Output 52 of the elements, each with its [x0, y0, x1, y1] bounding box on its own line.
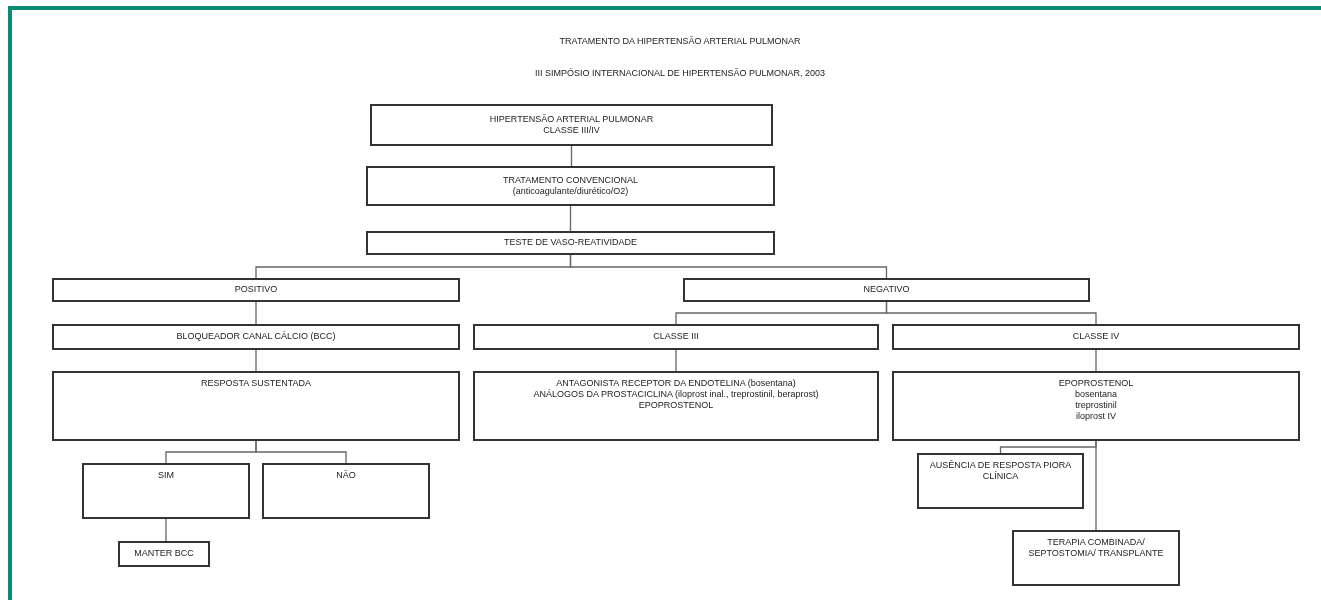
connector-line [675, 349, 677, 372]
box-text: AUSÊNCIA DE RESPOSTA PIORA CLÍNICA [928, 460, 1073, 482]
process-box [473, 324, 879, 350]
process-box [892, 371, 1300, 441]
box-text: TERAPIA COMBINADA/ SEPTOSTOMIA/ TRANSPLANTE [1027, 537, 1165, 559]
box-text: ANÁLOGOS DA PROSTACICLINA (iloprost inal., treprostinil, beraprost) [533, 389, 819, 400]
box-text: RESPOSTA SUSTENTADA [200, 378, 312, 389]
connector-line [569, 205, 572, 232]
process-box [82, 463, 250, 519]
box-text: treprostinil [1075, 400, 1117, 411]
box-text: ANTAGONISTA RECEPTOR DA ENDOTELINA (bosentana) [556, 378, 796, 389]
box-text: CLASSE IV [1072, 331, 1120, 342]
connector-line [570, 145, 573, 167]
box-text: bosentana [1074, 389, 1117, 400]
connector-line [255, 440, 347, 464]
box-text: NÃO [336, 470, 356, 481]
process-box [366, 231, 775, 255]
connector-line [165, 518, 167, 542]
connector-line [255, 301, 257, 325]
box-text: HIPERTENSÃO ARTERIAL PULMONAR [489, 113, 654, 125]
box-text: SIM [158, 470, 174, 481]
process-box [366, 166, 775, 206]
process-box [892, 324, 1300, 350]
process-box [52, 278, 460, 302]
box-text: CLASSE III [653, 331, 699, 342]
box-text: (anticoagulante/diurético/O2) [512, 185, 629, 197]
box-text: TESTE DE VASO-REATIVIDADE [503, 237, 638, 248]
box-text: MANTER BCC [134, 548, 194, 559]
process-box [52, 371, 460, 441]
box-text: NEGATIVO [863, 284, 910, 295]
box-text: EPOPROSTENOL [1058, 378, 1134, 389]
connector-line [1095, 349, 1097, 372]
diagram-subtitle: III SIMPÓSIO INTERNACIONAL DE HIPERTENSÃO PULMONAR, 2003 [533, 68, 827, 78]
connector-line [885, 301, 1097, 325]
connector-line [1095, 440, 1097, 531]
process-box [917, 453, 1084, 509]
box-text: EPOPROSTENOL [638, 400, 714, 411]
connector-line [255, 349, 257, 372]
process-box [683, 278, 1090, 302]
connector-line [569, 254, 888, 279]
process-box [262, 463, 430, 519]
box-text: BLOQUEADOR CANAL CÁLCIO (BCC) [176, 331, 336, 342]
process-box [118, 541, 210, 567]
box-text: TRATAMENTO CONVENCIONAL [503, 174, 638, 186]
box-text: iloprost IV [1076, 411, 1116, 422]
box-text: CLASSE III/IV [543, 124, 600, 136]
process-box [52, 324, 460, 350]
process-box [1012, 530, 1180, 586]
process-box [473, 371, 879, 441]
diagram-title: TRATAMENTO DA HIPERTENSÃO ARTERIAL PULMONAR [558, 36, 802, 46]
process-box [370, 104, 773, 146]
box-text: POSITIVO [234, 284, 278, 295]
